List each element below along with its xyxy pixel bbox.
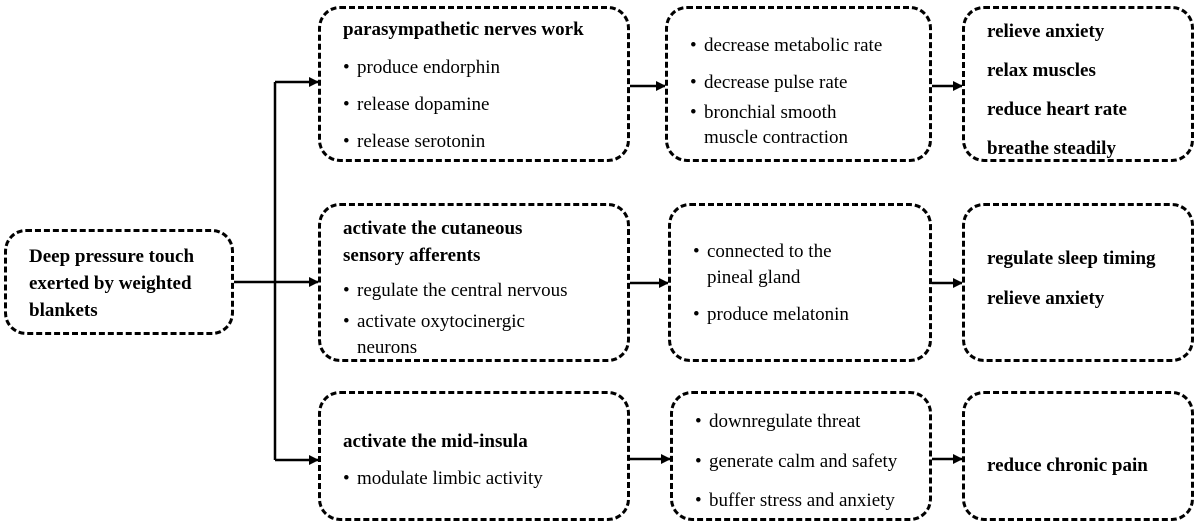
effects-bullet: • connected to the [693, 241, 832, 263]
effects-bullet-text: decrease metabolic rate [704, 35, 883, 56]
outcome-text: regulate sleep timing [987, 248, 1156, 269]
mechanism-box-cutaneous: activate the cutaneous sensory afferents… [318, 203, 630, 362]
mechanism-heading: sensory afferents [343, 245, 481, 266]
mechanism-bullet: • release serotonin [343, 131, 485, 153]
outcome-box-pain: reduce chronic pain [962, 391, 1194, 521]
bullet-glyph: • [690, 72, 697, 93]
bullet-glyph: • [343, 131, 350, 152]
outcome-box-sleep: regulate sleep timing relieve anxiety [962, 203, 1194, 362]
effects-bullet: • decrease pulse rate [690, 72, 847, 94]
mechanism-bullet-text: regulate the central nervous [357, 280, 568, 301]
effects-bullet-text: bronchial smooth [704, 102, 837, 123]
effects-bullet-text: buffer stress and anxiety [709, 490, 895, 511]
effects-bullet-continuation: pineal gland [707, 267, 801, 288]
mechanism-bullet-text: produce endorphin [357, 57, 500, 78]
mechanism-bullet: • regulate the central nervous [343, 280, 567, 302]
bullet-glyph: • [693, 241, 700, 262]
source-text-line: Deep pressure touch [29, 246, 195, 267]
bullet-glyph: • [690, 102, 697, 123]
mechanism-bullet: • produce endorphin [343, 57, 500, 79]
bullet-glyph: • [343, 94, 350, 115]
effects-bullet: • generate calm and safety [695, 451, 897, 473]
source-text-line: blankets [29, 300, 98, 321]
effects-bullet-text: connected to the [707, 241, 832, 262]
effects-bullet: • produce melatonin [693, 304, 849, 326]
bullet-glyph: • [690, 35, 697, 56]
mechanism-heading: activate the mid-insula [343, 431, 528, 452]
outcome-text: relax muscles [987, 60, 1096, 81]
bullet-glyph: • [343, 57, 350, 78]
effects-bullet-text: decrease pulse rate [704, 72, 848, 93]
effects-box-pineal: • connected to the pineal gland • produce … [668, 203, 932, 362]
effects-bullet-continuation: muscle contraction [704, 127, 849, 148]
bullet-glyph: • [695, 490, 702, 511]
outcome-text: breathe steadily [987, 138, 1116, 159]
effects-bullet: • bronchial smooth [690, 102, 836, 124]
outcome-text: reduce chronic pain [987, 455, 1148, 476]
effects-box-metabolic: • decrease metabolic rate • decrease pulse… [665, 6, 932, 162]
mechanism-bullet: • modulate limbic activity [343, 468, 543, 490]
bullet-glyph: • [695, 451, 702, 472]
mechanism-heading: activate the cutaneous [343, 218, 523, 239]
mechanism-bullet-text: activate oxytocinergic [357, 311, 525, 332]
outcome-text: relieve anxiety [987, 288, 1105, 309]
mechanism-bullet: • activate oxytocinergic [343, 311, 525, 333]
outcome-text: relieve anxiety [987, 21, 1105, 42]
mechanism-box-parasympathetic: parasympathetic nerves work • produce end… [318, 6, 630, 162]
bullet-glyph: • [693, 304, 700, 325]
source-box: Deep pressure touch exerted by weighted … [4, 229, 234, 335]
mechanism-bullet: • release dopamine [343, 94, 489, 116]
effects-bullet: • downregulate threat [695, 411, 860, 433]
mechanism-bullet-text: release serotonin [357, 131, 486, 152]
source-text-line: exerted by weighted [29, 273, 192, 294]
mechanism-bullet-continuation: neurons [357, 337, 418, 358]
effects-bullet: • buffer stress and anxiety [695, 490, 895, 512]
mechanism-bullet-text: release dopamine [357, 94, 490, 115]
effects-bullet: • decrease metabolic rate [690, 35, 882, 57]
outcome-box-anxiety-muscles: relieve anxiety relax muscles reduce hea… [962, 6, 1194, 162]
bullet-glyph: • [343, 311, 350, 332]
outcome-text: reduce heart rate [987, 99, 1127, 120]
effects-bullet-text: produce melatonin [707, 304, 849, 325]
bullet-glyph: • [343, 280, 350, 301]
mechanism-bullet-text: modulate limbic activity [357, 468, 543, 489]
effects-bullet-text: generate calm and safety [709, 451, 898, 472]
effects-box-threat: • downregulate threat • generate calm and … [670, 391, 932, 521]
mechanism-box-insula: activate the mid-insula • modulate limbic… [318, 391, 630, 521]
mechanism-heading: parasympathetic nerves work [343, 19, 584, 40]
effects-bullet-text: downregulate threat [709, 411, 861, 432]
bullet-glyph: • [695, 411, 702, 432]
bullet-glyph: • [343, 468, 350, 489]
